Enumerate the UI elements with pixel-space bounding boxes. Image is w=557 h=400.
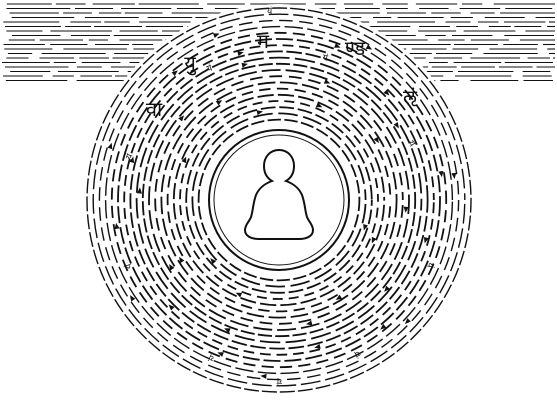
ring-label-6: यं xyxy=(276,375,282,386)
ring-label-10: यं xyxy=(267,6,273,17)
outer-syllable-4: ण्ड xyxy=(345,36,366,60)
outer-syllable-2: यु xyxy=(184,51,197,76)
outer-syllable-3: म xyxy=(257,29,270,53)
outer-syllable-5: ऌं xyxy=(403,85,418,109)
outer-syllable-1: वा xyxy=(146,97,163,121)
